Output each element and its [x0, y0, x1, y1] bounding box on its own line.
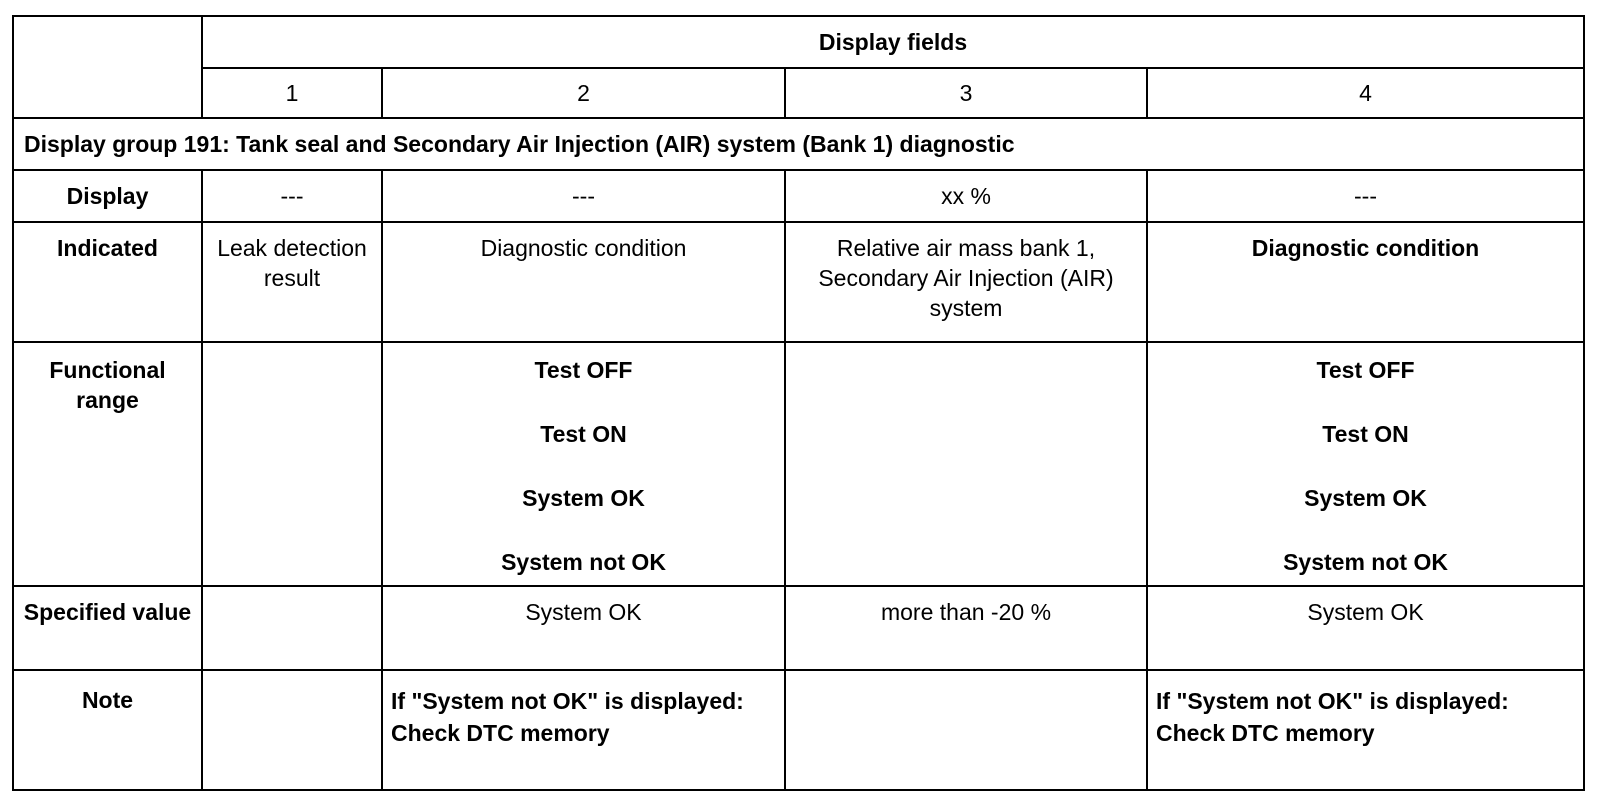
corner-cell	[12, 15, 203, 119]
functional-field-3	[784, 341, 1148, 587]
specified-value-row: Specified value System OK more than -20 …	[12, 585, 1586, 671]
functional-field-4: Test OFF Test ON System OK System not OK	[1145, 341, 1586, 587]
note-field-2: If "System not OK" is displayed: Check D…	[381, 669, 786, 791]
range-item: System OK	[1304, 485, 1427, 511]
range-item: Test OFF	[534, 357, 633, 383]
indicated-field-4: Diagnostic condition	[1145, 221, 1586, 343]
display-group-title: Display group 191: Tank seal and Seconda…	[11, 117, 1586, 171]
row-label-display: Display	[12, 169, 203, 223]
range-item: System not OK	[1283, 549, 1448, 575]
row-label-specified-value: Specified value	[12, 585, 203, 671]
functional-range-list-4: Test OFF Test ON System OK System not OK	[1156, 355, 1575, 577]
range-item: System not OK	[501, 549, 666, 575]
specified-field-1	[201, 585, 383, 671]
specified-field-4: System OK	[1145, 585, 1586, 671]
note-field-4: If "System not OK" is displayed: Check D…	[1145, 669, 1586, 791]
note-text-4: If "System not OK" is displayed: Check D…	[1156, 688, 1509, 746]
row-label-indicated: Indicated	[12, 221, 203, 343]
display-field-2: ---	[381, 169, 786, 223]
range-item: System OK	[522, 485, 645, 511]
field-number-2: 2	[381, 67, 786, 119]
range-item: Test ON	[540, 421, 627, 447]
display-field-3: xx %	[784, 169, 1148, 223]
specified-field-2: System OK	[381, 585, 786, 671]
specified-field-3: more than -20 %	[784, 585, 1148, 671]
range-item: Test ON	[1322, 421, 1409, 447]
row-label-note: Note	[12, 669, 203, 791]
display-field-4: ---	[1145, 169, 1586, 223]
row-label-functional-range: Functional range	[12, 341, 203, 587]
group-title-row: Display group 191: Tank seal and Seconda…	[11, 117, 1586, 171]
note-field-3	[784, 669, 1148, 791]
field-number-row: 1 2 3 4	[13, 67, 1586, 119]
functional-range-row: Functional range Test OFF Test ON System…	[12, 341, 1586, 587]
display-group-table: Display fields 1 2 3 4 Display group 191…	[11, 15, 1586, 791]
functional-range-list-2: Test OFF Test ON System OK System not OK	[391, 355, 776, 577]
indicated-field-3: Relative air mass bank 1, Secondary Air …	[784, 221, 1148, 343]
header-row: Display fields	[12, 15, 1586, 119]
functional-field-1	[201, 341, 383, 587]
field-number-4: 4	[1145, 67, 1586, 119]
indicated-row: Indicated Leak detection result Diagnost…	[12, 221, 1586, 343]
display-field-1: ---	[201, 169, 383, 223]
note-text-2: If "System not OK" is displayed: Check D…	[391, 688, 744, 746]
note-field-1	[201, 669, 383, 791]
note-row: Note If "System not OK" is displayed: Ch…	[12, 669, 1586, 791]
functional-field-2: Test OFF Test ON System OK System not OK	[381, 341, 786, 587]
indicated-field-2: Diagnostic condition	[381, 221, 786, 343]
field-number-1: 1	[201, 67, 383, 119]
display-fields-header: Display fields	[200, 15, 1586, 69]
range-item: Test OFF	[1316, 357, 1415, 383]
field-number-3: 3	[784, 67, 1148, 119]
display-row: Display --- --- xx % ---	[12, 169, 1586, 223]
indicated-field-1: Leak detection result	[201, 221, 383, 343]
